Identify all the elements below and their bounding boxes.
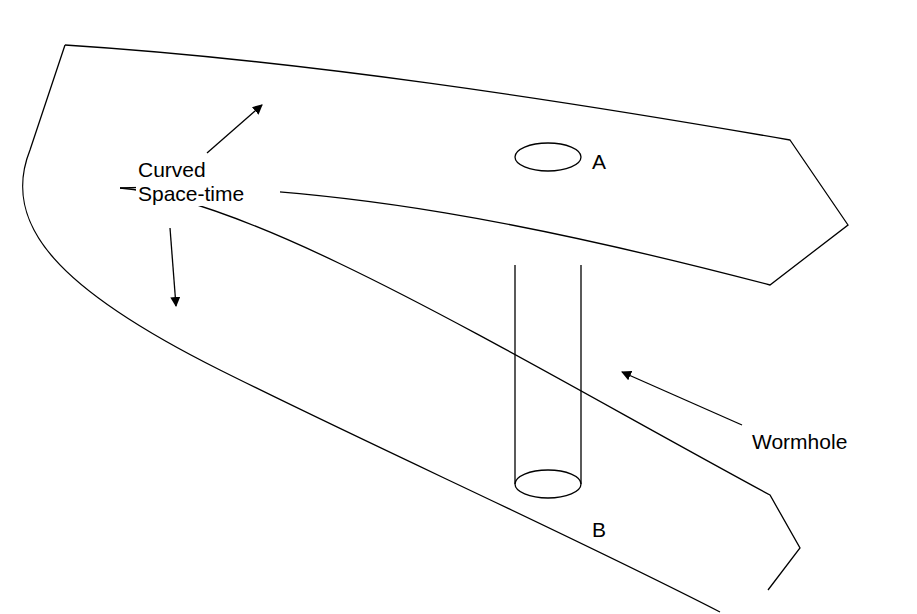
hole-b (515, 470, 581, 498)
leader-arrow (622, 372, 742, 425)
tube-wall (580, 265, 581, 484)
leader-arrow (207, 105, 262, 153)
fold-inner (120, 188, 800, 590)
leader-arrow (170, 228, 176, 306)
point-label: A (590, 150, 608, 174)
fold-outer (23, 45, 720, 612)
structure-label: Wormhole (750, 430, 849, 454)
tube-wall (514, 265, 515, 484)
region-label: Curved Space-time (136, 158, 280, 206)
upper-sheet (65, 45, 848, 285)
point-label: B (590, 518, 608, 542)
hole-a (515, 143, 581, 171)
